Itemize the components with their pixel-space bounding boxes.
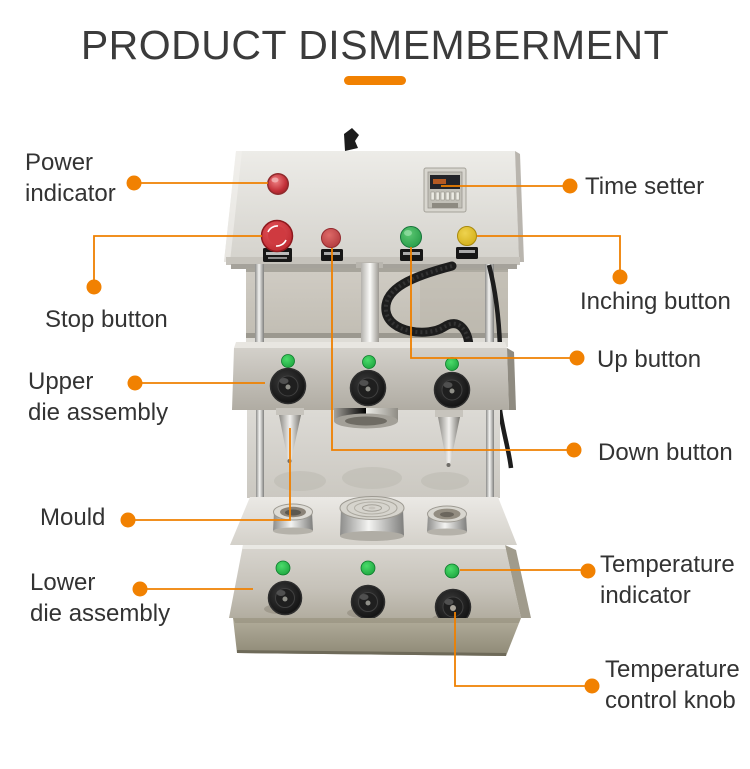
label-line: Temperature — [605, 656, 740, 683]
temperature-control-knob-callout-line — [454, 612, 585, 687]
mould-right — [427, 505, 467, 536]
power-cable — [486, 264, 503, 348]
label-stop-button: Stop button — [45, 304, 168, 335]
label-line: control knob — [605, 687, 736, 714]
label-line: Stop button — [45, 306, 168, 333]
mould-callout-line — [135, 428, 291, 521]
support-rod-left — [255, 264, 264, 348]
upper-die-knob-left — [269, 367, 307, 405]
label-inching-button: Inching button — [580, 286, 731, 317]
cone-right — [438, 417, 460, 465]
label-line: Down button — [598, 439, 733, 466]
inching-button-callout-line — [477, 235, 621, 270]
upper-led-left — [280, 353, 296, 369]
lower-die-knob-center — [347, 584, 386, 620]
label-line: die assembly — [30, 600, 171, 627]
lower-die-assembly-callout-dot — [132, 581, 148, 597]
label-line: Power — [25, 149, 94, 176]
callouts — [93, 182, 621, 687]
lower-led-left — [274, 559, 292, 577]
machine-base — [233, 618, 521, 656]
label-down-button: Down button — [598, 437, 733, 468]
moulds — [273, 496, 467, 541]
label-line: die assembly — [28, 399, 169, 426]
top-clip — [344, 128, 359, 151]
power-indicator-light — [267, 173, 289, 195]
upper-die-knob-right — [433, 371, 471, 409]
upper-die-cones — [276, 408, 463, 467]
label-time-setter: Time setter — [585, 171, 704, 202]
inching-button-device — [456, 226, 478, 259]
time-setter-callout-dot — [562, 178, 578, 194]
upper-die-assembly-box — [232, 342, 516, 469]
center-piston — [361, 263, 379, 347]
center-die-cylinder — [334, 408, 398, 429]
upper-die-knob-center — [349, 369, 387, 407]
label-mould: Mould — [40, 502, 105, 533]
mould-callout-dot — [120, 512, 136, 528]
page-title: PRODUCT DISMEMBERMENT — [80, 22, 670, 68]
label-temperature-indicator: Temperature indicator — [600, 549, 735, 611]
label-line: Lower — [30, 569, 96, 596]
upper-led-center — [361, 354, 377, 370]
label-line: Mould — [40, 504, 106, 531]
label-up-button: Up button — [597, 344, 701, 375]
temperature-indicator-led — [443, 562, 461, 580]
lower-die-knob-left — [264, 580, 303, 616]
support-rod-right — [485, 264, 494, 348]
label-line: Up button — [597, 346, 702, 373]
label-upper-die-assembly: Upper die assembly — [28, 366, 168, 428]
label-line: Inching button — [580, 288, 731, 315]
label-line: Upper — [28, 368, 94, 395]
label-line: Time setter — [585, 173, 705, 200]
label-power-indicator: Power indicator — [25, 147, 116, 209]
label-line: indicator — [25, 180, 116, 207]
mid-frame — [246, 261, 508, 351]
mould-left — [273, 503, 313, 535]
label-line: indicator — [600, 582, 691, 609]
power-indicator-callout-dot — [126, 175, 142, 191]
lower-led-center — [359, 559, 377, 577]
label-lower-die-assembly: Lower die assembly — [30, 567, 170, 629]
up-button-callout-dot — [569, 350, 585, 366]
temperature-indicator-callout-dot — [580, 563, 596, 579]
control-panel — [224, 151, 524, 269]
temperature-control-knob-device — [432, 588, 472, 626]
inching-button-callout-dot — [612, 269, 628, 285]
mould-center — [339, 496, 405, 541]
temperature-control-knob-callout-dot — [584, 678, 600, 694]
stop-button-callout-dot — [86, 279, 102, 295]
lower-die-assembly-box — [229, 545, 531, 626]
label-temperature-control-knob: Temperature control knob — [605, 654, 740, 716]
down-button-callout-line — [331, 248, 567, 451]
title-accent-bar — [344, 76, 406, 85]
time-setter-device — [423, 167, 467, 213]
upper-die-assembly-callout-dot — [127, 375, 143, 391]
stop-button-callout-line — [93, 235, 262, 281]
machine-body — [224, 128, 531, 656]
callout-dots — [86, 175, 628, 694]
down-button-callout-dot — [566, 442, 582, 458]
up-button-callout-line — [410, 247, 570, 359]
emergency-stop-button — [260, 219, 294, 262]
label-line: Temperature — [600, 551, 735, 578]
